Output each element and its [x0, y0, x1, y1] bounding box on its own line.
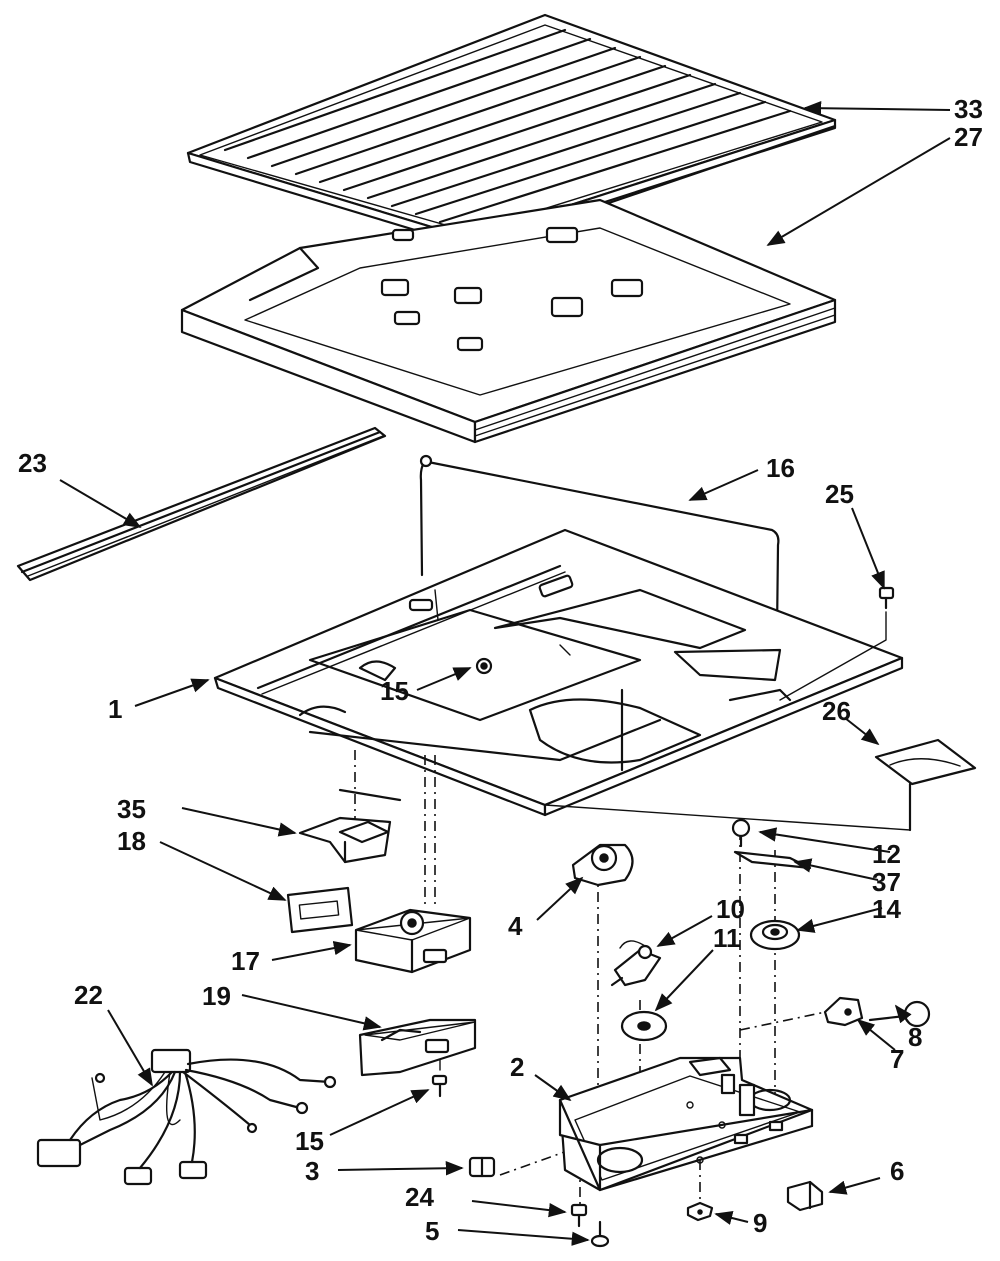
part-2-base	[558, 1056, 814, 1192]
callout-8: 8	[908, 1022, 922, 1052]
leader-lines	[59, 101, 951, 1246]
callout-7: 7	[890, 1044, 904, 1074]
callout-24: 24	[405, 1182, 434, 1212]
part-16-wire	[419, 454, 780, 722]
part-27-frame	[180, 198, 837, 444]
part-5-screw	[590, 1220, 610, 1248]
part-12-screw	[731, 818, 751, 848]
part-18-cover	[286, 886, 354, 934]
part-14-wheel	[749, 919, 801, 951]
callout-9: 9	[753, 1208, 767, 1238]
callout-33: 33	[954, 94, 983, 124]
callout-15-lower: 15	[295, 1126, 324, 1156]
callout-15-upper: 15	[380, 676, 409, 706]
part-17-housing	[354, 908, 472, 974]
part-15-screw-upper	[475, 657, 493, 675]
part-25-screw	[779, 586, 895, 701]
callout-11: 11	[713, 923, 741, 953]
part-7-clip	[823, 996, 864, 1027]
callout-3: 3	[305, 1156, 319, 1186]
callout-23: 23	[18, 448, 47, 478]
callout-4: 4	[508, 911, 523, 941]
part-37-insulator	[733, 850, 812, 870]
callout-10: 10	[716, 894, 745, 924]
callout-25: 25	[825, 479, 854, 509]
callout-16: 16	[766, 453, 795, 483]
part-33-grille	[186, 13, 837, 248]
callout-19: 19	[202, 981, 231, 1011]
callout-12: 12	[872, 839, 901, 869]
part-11-disc	[620, 1010, 668, 1042]
callout-22: 22	[74, 980, 103, 1010]
callout-5: 5	[425, 1216, 439, 1246]
part-1-plate	[213, 528, 904, 817]
callout-26: 26	[822, 696, 851, 726]
callout-37: 37	[872, 867, 901, 897]
part-6-plug	[786, 1180, 824, 1212]
part-9-nut	[686, 1201, 714, 1222]
callout-labels: 33 27 23 16 25 1 15 26 35 18 17 19 22 15…	[18, 94, 983, 1246]
part-4-knob	[571, 843, 634, 887]
part-3-clip	[468, 1156, 496, 1178]
part-22-harness	[36, 1048, 337, 1186]
callout-2: 2	[510, 1052, 524, 1082]
part-24-screw	[570, 1203, 588, 1228]
callout-6: 6	[890, 1156, 904, 1186]
callout-35: 35	[117, 794, 146, 824]
part-10-thermostat	[610, 940, 662, 987]
callout-27: 27	[954, 122, 983, 152]
part-26-label	[874, 738, 977, 832]
part-23-strip	[16, 426, 387, 582]
part-35-bracket	[298, 816, 392, 864]
callout-17: 17	[231, 946, 260, 976]
part-15-screw-lower	[431, 1074, 448, 1098]
callout-14: 14	[872, 894, 901, 924]
callout-18: 18	[117, 826, 146, 856]
part-19-bracket	[358, 1018, 477, 1077]
callout-1: 1	[108, 694, 122, 724]
